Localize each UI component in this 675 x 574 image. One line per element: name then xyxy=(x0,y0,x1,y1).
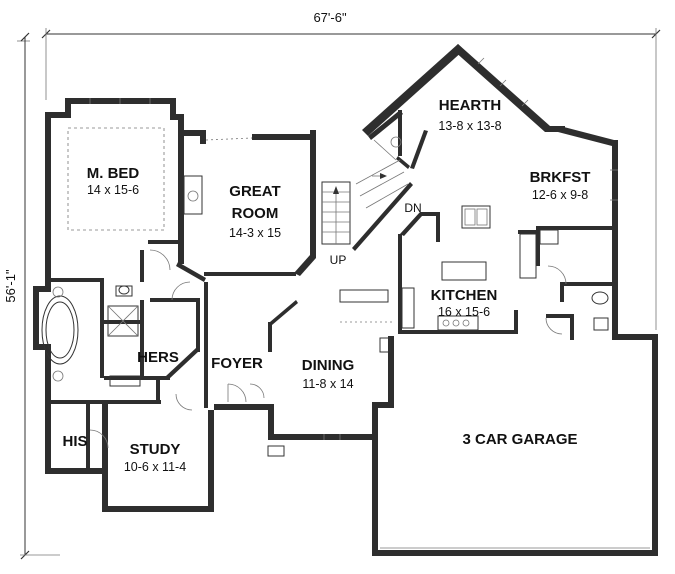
room-name-hearth: HEARTH xyxy=(439,97,502,114)
exterior-walls xyxy=(33,44,658,556)
room-name-great: GREAT xyxy=(229,183,280,200)
room-name-hers: HERS xyxy=(137,349,179,366)
stairs-up-label: UP xyxy=(330,253,347,267)
room-size-mbed: 14 x 15-6 xyxy=(87,183,139,197)
stairs-down-label: DN xyxy=(404,201,421,215)
room-name-mbed: M. BED xyxy=(87,165,140,182)
depth-label: 56'-1" xyxy=(3,269,18,303)
stairs xyxy=(321,139,409,245)
room-name-his: HIS xyxy=(62,433,87,450)
room-size-study: 10-6 x 11-4 xyxy=(124,460,186,474)
room-name-foyer: FOYER xyxy=(211,355,263,372)
room-labels: M. BED 14 x 15-6 GREAT ROOM 14-3 x 15 HE… xyxy=(62,97,590,474)
room-name-garage: 3 CAR GARAGE xyxy=(462,431,577,448)
room-size-brkfst: 12-6 x 9-8 xyxy=(532,188,588,202)
depth-dimension: 56'-1" xyxy=(3,32,60,560)
room-name-study: STUDY xyxy=(130,441,181,458)
width-dimension: 67'-6" xyxy=(17,6,661,330)
room-size-kitchen: 16 x 15-6 xyxy=(438,305,490,319)
room-name-dining: DINING xyxy=(302,357,355,374)
room-name-great-2: ROOM xyxy=(232,205,279,222)
room-name-kitchen: KITCHEN xyxy=(431,287,498,304)
room-size-great: 14-3 x 15 xyxy=(229,226,281,240)
details xyxy=(41,57,650,549)
width-label: 67'-6" xyxy=(313,10,347,25)
room-size-hearth: 13-8 x 13-8 xyxy=(438,119,501,133)
room-name-brkfst: BRKFST xyxy=(530,169,591,186)
interior-walls xyxy=(51,110,612,468)
room-size-dining: 11-8 x 14 xyxy=(302,377,353,391)
